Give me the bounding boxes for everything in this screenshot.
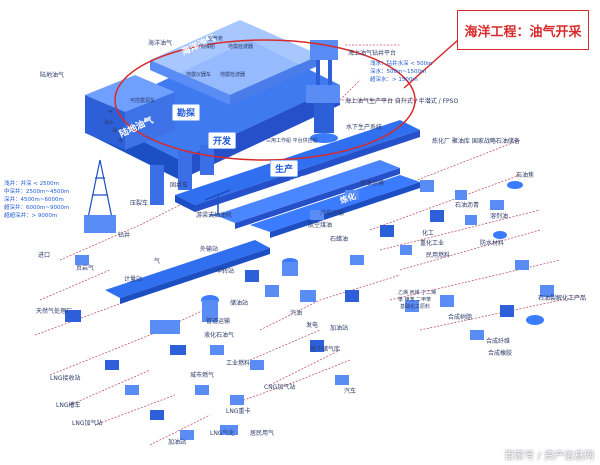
node-label: 天然气处理厂 [36, 308, 73, 315]
node-label: 民用燃料 [426, 252, 451, 259]
water-depth-legend: 浅水：钻井水深 < 500m 深水：500m~1500m 超深水：> 1500m [370, 60, 460, 84]
node-label: LNG槽车 [56, 402, 81, 409]
node-label: 物探船 [200, 44, 216, 50]
watermark: 百家号 / 资产信息网 [504, 451, 594, 462]
node-label: 石油沥青 [455, 202, 480, 209]
node-label: 钻井 [118, 232, 131, 239]
water-legend-item: 浅水：钻井水深 < 500m [370, 61, 433, 67]
node-label: 页岩气 [76, 265, 95, 272]
node-label: 工业燃料 [226, 360, 251, 367]
highlight-ellipse [114, 39, 416, 161]
depth-legend-item: 中深井：2500m~4500m [4, 189, 70, 195]
node-label: 汽油 [290, 310, 303, 317]
node-label: 汽车运输 [320, 210, 345, 217]
node-label: 管道运输 [206, 318, 231, 325]
node-label: 城市燃气 [190, 372, 215, 379]
node-label: 化工 [422, 230, 435, 237]
node-label: 固井车 [170, 182, 189, 189]
node-label: 液化石油气 [204, 332, 235, 339]
node-label: 合成纤维 [486, 338, 511, 345]
node-label: LNG接收站 [50, 375, 81, 382]
node-label: 乙烯 丙烯 丁二烯 [398, 290, 437, 296]
node-label: 基础化工原料 [400, 304, 431, 310]
node-label: 地震检波器 [228, 44, 254, 50]
node-label: LNG加气站 [72, 420, 103, 427]
node-label: 重化工业 [420, 240, 445, 247]
node-label: 地震检波器 [220, 72, 246, 78]
node-label: 石油焦 [516, 172, 535, 179]
refining-band [250, 175, 420, 238]
node-label: 苯 甲苯 二甲苯 [398, 297, 432, 303]
node-label: 加油站 [168, 439, 187, 446]
depth-legend-item: 深井：4500m~6000m [4, 197, 64, 203]
node-label: 压裂车 [130, 200, 149, 207]
node-label: 油 [112, 128, 118, 134]
node-label: 发电 [306, 322, 319, 329]
development-tag: 开发 [208, 132, 237, 149]
node-label: 防水材料 [480, 240, 505, 247]
node-label: 空气枪 [208, 36, 224, 42]
sea-block [150, 20, 320, 105]
offshore-platforms [306, 40, 340, 143]
node-label: 海上油气生产平台 自升式 / 半潜式 / FPSO [345, 98, 459, 105]
band-pillars [150, 145, 214, 205]
node-label: 居民用气 [250, 430, 275, 437]
water-legend-item: 深水：500m~1500m [370, 69, 427, 75]
node-label: 原油运输 [360, 180, 385, 187]
node-label: 合成树脂 [448, 314, 473, 321]
node-label: 地震仪器车 [186, 72, 212, 78]
node-label: 中转站 [216, 268, 235, 275]
node-label: 气 [154, 258, 161, 265]
callout-text: 海洋工程：油气开采 [464, 24, 582, 40]
node-label: 加油站 [330, 325, 349, 332]
node-label: 海上油气钻井平台 [348, 50, 397, 57]
node-label: 石油裂解化工产品 [538, 295, 587, 302]
node-label: 计量站 [124, 276, 143, 283]
node-label: 三用工作船 平台供应船 [266, 138, 318, 144]
node-label: 炼化厂 聚油库 国家战略石油储备 [432, 138, 520, 145]
node-label: 汽车 [344, 388, 357, 395]
pipeline-band [105, 240, 270, 304]
transport-band [215, 160, 400, 229]
node-label: 地下储气库 [310, 346, 341, 353]
node-label: 进口 [38, 252, 51, 259]
node-label: 储油站 [230, 300, 249, 307]
water-legend-item: 超深水：> 1500m [370, 77, 418, 83]
node-label: 游梁式抽油机 [196, 212, 233, 219]
node-label: 海洋油气 [148, 40, 173, 47]
node-label: 合成橡胶 [488, 350, 513, 357]
depth-legend-item: 超深井：6000m~9000m [4, 205, 70, 211]
node-label: LNG重卡 [226, 408, 251, 415]
well-depth-legend: 浅井：井深 < 2500m 中深井：2500m~4500m 深井：4500m~6… [4, 180, 82, 220]
node-label: 可控震源车 [130, 98, 156, 104]
production-tag: 生产 [270, 160, 299, 177]
node-label: 溶剂油 [490, 213, 509, 220]
node-label: 水下生产系统 [346, 124, 383, 131]
depth-legend-item: 超超深井：> 9000m [4, 213, 58, 219]
depth-legend-item: 浅井：井深 < 2500m [4, 181, 59, 187]
exploration-tag: 勘探 [172, 104, 201, 121]
callout-pointer [403, 39, 459, 89]
node-label: 水 [118, 138, 124, 144]
facility-blocks [65, 180, 554, 440]
node-label: 外输站 [200, 246, 219, 253]
node-label: 油水 [104, 120, 115, 126]
node-label: LNG气化 [210, 430, 235, 437]
onshore-geology-block [85, 75, 175, 150]
node-label: CNG加气站 [264, 384, 296, 391]
node-label: 气 [108, 110, 114, 116]
node-label: 陆地油气 [40, 72, 65, 79]
drilling-rig [84, 159, 116, 233]
node-label: 航空煤油 [308, 222, 333, 229]
node-label: 石蜡油 [330, 236, 349, 243]
callout-box: 海洋工程：油气开采 [457, 10, 589, 50]
